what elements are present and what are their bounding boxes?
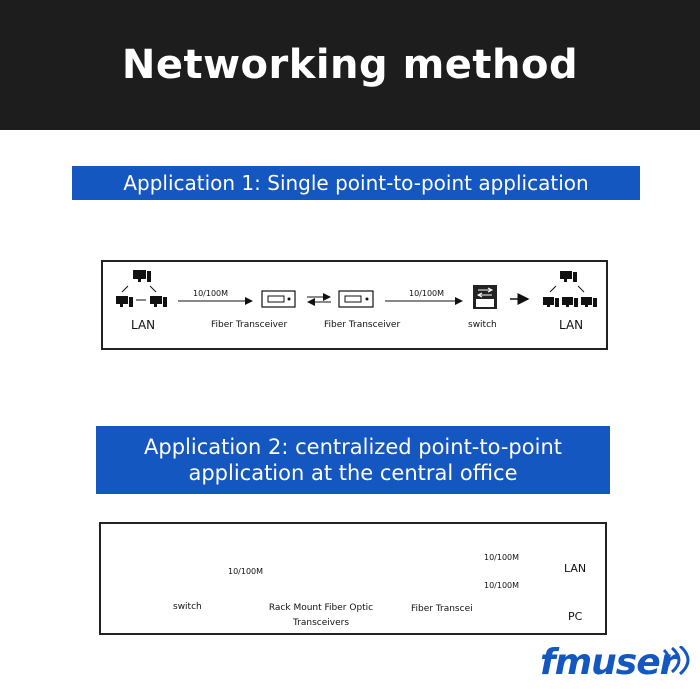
app2-pc-label: PC <box>568 610 583 623</box>
app1-lan-left-label: LAN <box>131 318 156 332</box>
lan-right-icon <box>543 271 597 307</box>
header-bar: Networking method <box>0 0 700 130</box>
app1-fiber-transceiver-1-label: Fiber Transceiver <box>211 320 288 330</box>
app1-rate-2-label: 10/100M <box>409 289 445 298</box>
wifi-waves-icon <box>662 646 690 676</box>
app1-fiber-transceiver-2-label: Fiber Transceiver <box>324 320 401 330</box>
app2-lan-label: LAN <box>564 562 587 575</box>
fmuser-logo: fmuser <box>540 642 677 683</box>
app2-switch-label: switch <box>173 602 202 612</box>
app2-fiber-transceiver-label: Fiber Transcei <box>411 604 473 614</box>
app1-rate-1-label: 10/100M <box>193 289 229 298</box>
lan-left-icon <box>116 270 167 307</box>
app1-switch-label: switch <box>468 320 497 330</box>
application-2-banner: Application 2: centralized point-to-poin… <box>96 426 610 494</box>
app2-rate-3-label: 10/100M <box>484 581 520 590</box>
application-2-diagram <box>99 522 607 635</box>
application-1-banner: Application 1: Single point-to-point app… <box>72 166 640 200</box>
page-title: Networking method <box>121 42 579 88</box>
fiber-transceiver-2-icon <box>338 290 374 308</box>
app2-rack-mount-label: Rack Mount Fiber Optic Transceivers <box>268 603 374 628</box>
fiber-transceiver-1-icon <box>261 290 296 308</box>
app2-rate-2-label: 10/100M <box>484 553 520 562</box>
app2-rate-1-label: 10/100M <box>228 567 264 576</box>
app1-lan-right-label: LAN <box>559 318 584 332</box>
switch-1-icon <box>473 285 497 309</box>
